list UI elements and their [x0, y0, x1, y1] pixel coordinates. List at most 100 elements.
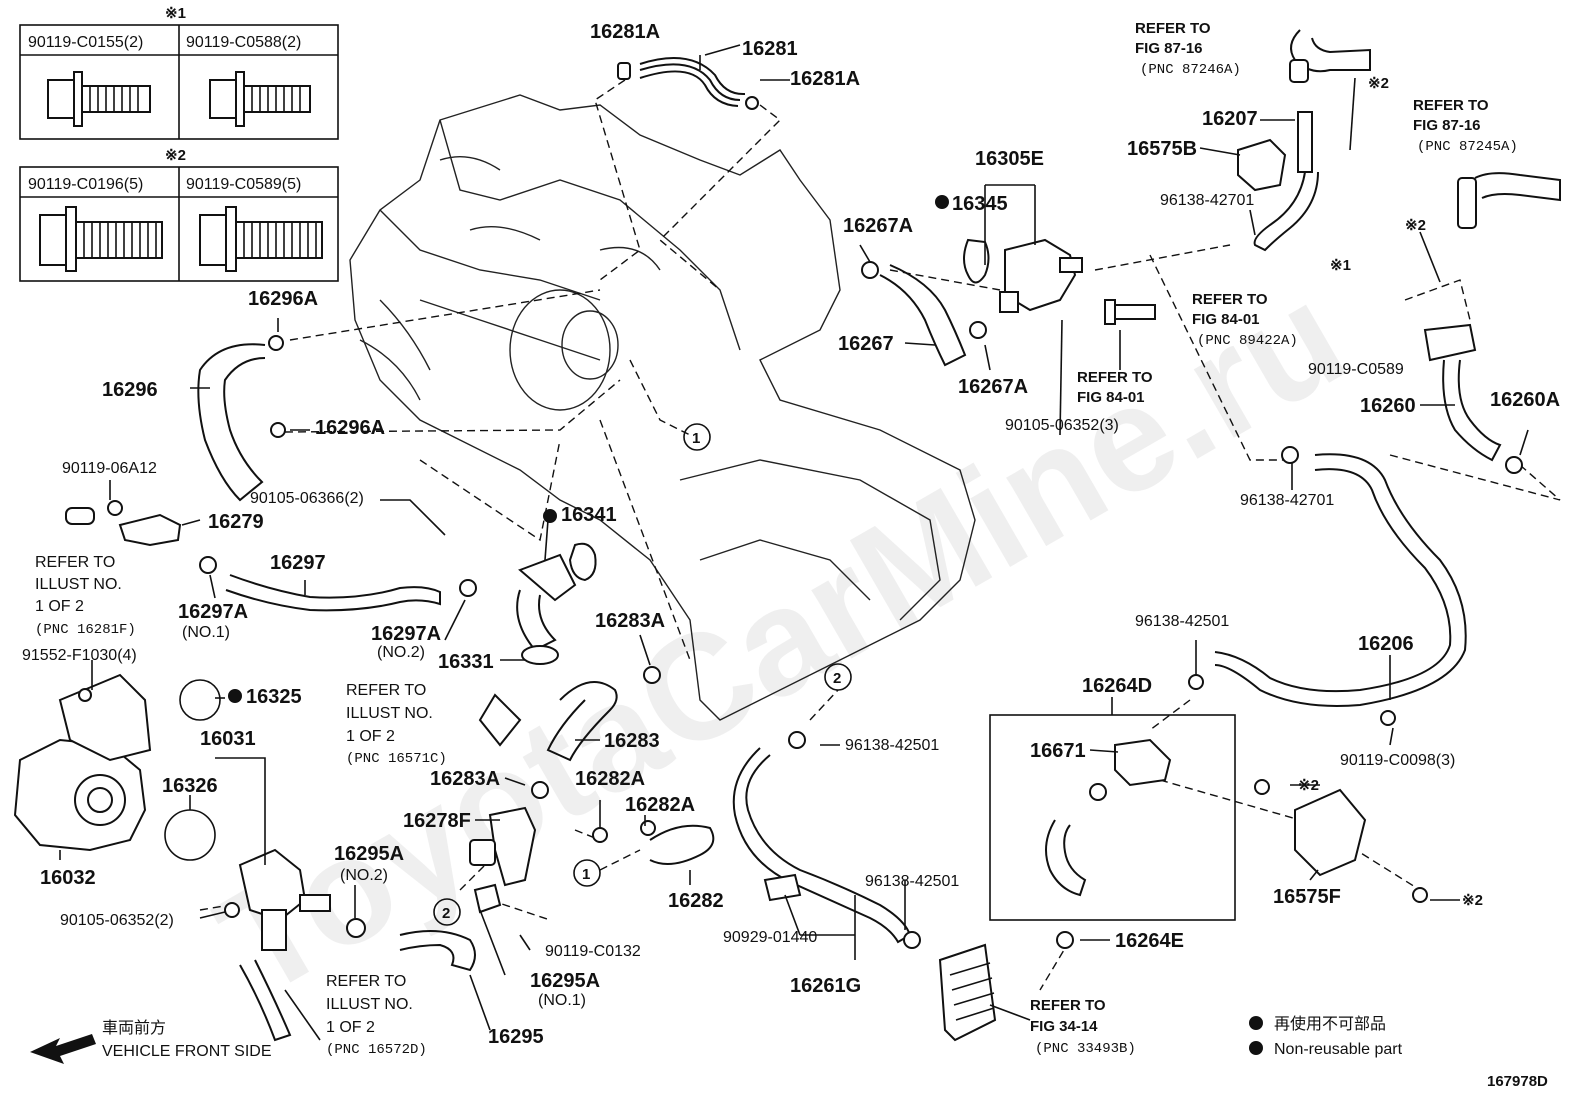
- label-16282A[interactable]: 16282A: [575, 768, 645, 790]
- hose-16267: [861, 261, 987, 367]
- refer-illust-16572D[interactable]: REFER TO ILLUST NO. 1 OF 2 (PNC 16572D): [326, 973, 427, 1058]
- refer-fig-84-01-b[interactable]: REFER TO FIG 84-01: [1077, 369, 1153, 406]
- label-16671[interactable]: 16671: [1030, 740, 1086, 762]
- refer-pnc: (PNC 33493B): [1035, 1041, 1136, 1057]
- refer-line: FIG 87-16: [1135, 40, 1203, 57]
- label-16264E[interactable]: 16264E: [1115, 930, 1184, 952]
- label-16267[interactable]: 16267: [838, 333, 894, 355]
- refer-line: ILLUST NO.: [326, 996, 413, 1013]
- label-16283[interactable]: 16283: [604, 730, 660, 752]
- label-16297[interactable]: 16297: [270, 552, 326, 574]
- callout-number: 1: [692, 430, 700, 447]
- callout-number: 1: [582, 866, 590, 883]
- refer-fig-84-01-a[interactable]: REFER TO FIG 84-01 (PNC 89422A): [1192, 291, 1298, 349]
- refer-line: ILLUST NO.: [35, 576, 122, 593]
- label-96138-42701[interactable]: 96138-42701: [1160, 192, 1254, 209]
- label-16297A[interactable]: 16297A: [178, 601, 248, 623]
- refer-pnc: (PNC 16281F): [35, 622, 136, 638]
- label-16281A[interactable]: 16281A: [790, 68, 860, 90]
- label-16325[interactable]: 16325: [246, 686, 302, 708]
- label-16297A[interactable]: 16297A: [371, 623, 441, 645]
- label-16345[interactable]: 16345: [952, 193, 1008, 215]
- label-90105-06352[interactable]: 90105-06352(2): [60, 912, 174, 929]
- vehicle-front-indicator: 車両前方 VEHICLE FRONT SIDE: [30, 1019, 272, 1064]
- assembly-lines: [199, 79, 1561, 991]
- thermostat-housing-16031: [224, 848, 331, 951]
- label-16331[interactable]: 16331: [438, 651, 494, 673]
- hose-16279: [65, 500, 182, 547]
- label-90119-C0589[interactable]: 90119-C0589: [1308, 361, 1404, 378]
- label-16296A[interactable]: 16296A: [315, 417, 385, 439]
- bolt-table-2: ※2 90119-C0196(5) 90119-C0589(5): [19, 147, 339, 282]
- label-96138-42501[interactable]: 96138-42501: [1135, 613, 1229, 630]
- label-90119-06A12[interactable]: 90119-06A12: [62, 460, 157, 477]
- label-16267A[interactable]: 16267A: [958, 376, 1028, 398]
- refer-hose-87245A: [1474, 172, 1561, 202]
- label-91552-F1030[interactable]: 91552-F1030(4): [22, 647, 137, 664]
- label-90119-C0132[interactable]: 90119-C0132: [545, 943, 641, 960]
- diagram-id: 167978D: [1487, 1073, 1548, 1090]
- refer-line: REFER TO: [1192, 291, 1268, 308]
- refer-line: 1 OF 2: [326, 1019, 375, 1036]
- label-16282A[interactable]: 16282A: [625, 794, 695, 816]
- refer-fig-87-16-b[interactable]: REFER TO FIG 87-16 (PNC 87245A): [1413, 97, 1518, 155]
- oil-cooler-16264E: [938, 931, 1074, 1042]
- label-96138-42501[interactable]: 96138-42501: [845, 737, 939, 754]
- hose-16295: [239, 883, 502, 1042]
- bolt-table-2-mark: ※2: [165, 147, 186, 164]
- o-ring-16326: [164, 809, 216, 861]
- label-16281[interactable]: 16281: [742, 38, 798, 60]
- refer-illust-16281F[interactable]: REFER TO ILLUST NO. 1 OF 2 (PNC 16281F): [35, 554, 136, 638]
- label-16283A[interactable]: 16283A: [430, 768, 500, 790]
- label-16278F[interactable]: 16278F: [403, 810, 471, 832]
- label-16295[interactable]: 16295: [488, 1026, 544, 1048]
- refer-line: REFER TO: [1030, 997, 1106, 1014]
- label-16282[interactable]: 16282: [668, 890, 724, 912]
- label-16264D[interactable]: 16264D: [1082, 675, 1152, 697]
- legend: 再使用不可部品 Non-reusable part: [1249, 1015, 1403, 1058]
- label-16297A-sub: (NO.1): [182, 624, 230, 641]
- label-16283A[interactable]: 16283A: [595, 610, 665, 632]
- refer-pnc: (PNC 16571C): [346, 751, 447, 767]
- label-16032[interactable]: 16032: [40, 867, 96, 889]
- label-16260A[interactable]: 16260A: [1490, 389, 1560, 411]
- label-90929-01440[interactable]: 90929-01440: [723, 929, 817, 946]
- label-16031[interactable]: 16031: [200, 728, 256, 750]
- mark-x2: ※2: [1405, 217, 1426, 234]
- label-16206[interactable]: 16206: [1358, 633, 1414, 655]
- leader-lines: [59, 44, 1529, 1041]
- label-16281A[interactable]: 16281A: [590, 21, 660, 43]
- label-16575B[interactable]: 16575B: [1127, 138, 1197, 160]
- label-90105-06352[interactable]: 90105-06352(3): [1005, 417, 1119, 434]
- label-16267A[interactable]: 16267A: [843, 215, 913, 237]
- bolt-table-1: ※1 90119-C0155(2) 90119-C0588(2): [19, 5, 339, 140]
- label-16296[interactable]: 16296: [102, 379, 158, 401]
- label-96138-42501[interactable]: 96138-42501: [865, 873, 959, 890]
- label-96138-42701[interactable]: 96138-42701: [1240, 492, 1334, 509]
- mark-x2: ※2: [1368, 75, 1389, 92]
- watermark: ToyotaCarMine.ru: [192, 250, 1371, 1028]
- bolt-icon: [39, 206, 163, 272]
- label-16296A[interactable]: 16296A: [248, 288, 318, 310]
- label-16305E[interactable]: 16305E: [975, 148, 1044, 170]
- label-16295A[interactable]: 16295A: [334, 843, 404, 865]
- label-16326[interactable]: 16326: [162, 775, 218, 797]
- refer-line: ILLUST NO.: [346, 705, 433, 722]
- refer-illust-16571C[interactable]: REFER TO ILLUST NO. 1 OF 2 (PNC 16571C): [346, 682, 447, 767]
- label-16295A-sub: (NO.1): [538, 992, 586, 1009]
- label-16261G[interactable]: 16261G: [790, 975, 861, 997]
- label-90105-06366[interactable]: 90105-06366(2): [250, 490, 364, 507]
- legend-jp: 再使用不可部品: [1274, 1015, 1386, 1033]
- label-16279[interactable]: 16279: [208, 511, 264, 533]
- hose-16260: [1423, 177, 1523, 474]
- bolt-table-1-col2: 90119-C0588(2): [186, 34, 301, 51]
- refer-fig-87-16-a[interactable]: REFER TO FIG 87-16 (PNC 87246A): [1135, 20, 1241, 78]
- label-90119-C0098[interactable]: 90119-C0098(3): [1340, 752, 1455, 769]
- label-16207[interactable]: 16207: [1202, 108, 1258, 130]
- bolt-icon: [209, 71, 311, 127]
- label-16295A[interactable]: 16295A: [530, 970, 600, 992]
- refer-fig-34-14[interactable]: REFER TO FIG 34-14 (PNC 33493B): [1030, 997, 1136, 1057]
- label-16575F[interactable]: 16575F: [1273, 886, 1341, 908]
- label-16341[interactable]: 16341: [561, 504, 617, 526]
- label-16260[interactable]: 16260: [1360, 395, 1416, 417]
